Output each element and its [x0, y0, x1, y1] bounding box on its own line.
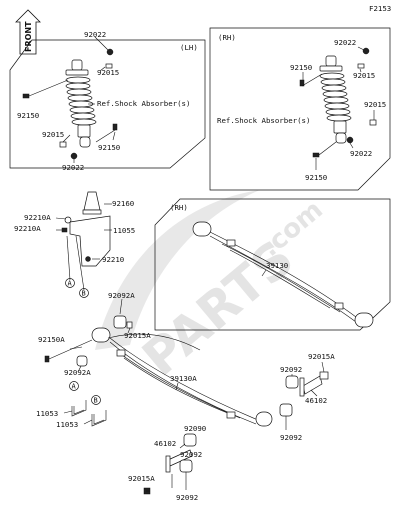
callout-bushing-left: 92092A — [64, 368, 91, 377]
rh-top-nut-icon — [362, 47, 370, 55]
rh-callout-bottom-washer: 92015 — [364, 100, 386, 109]
lower-assembly: A B — [36, 291, 335, 502]
lh-callout-bottom-washer: 92015 — [42, 130, 64, 139]
panel-rh-spring-side-label: (RH) — [170, 203, 188, 212]
figure-code: F2153 — [369, 4, 391, 13]
nut-icon-2 — [61, 227, 68, 233]
front-label: FRONT — [24, 21, 33, 52]
bracket-ref-b: B — [82, 290, 86, 298]
rh-top-washer-icon — [357, 63, 365, 69]
lh-bottom-nut-icon — [70, 152, 78, 160]
callout-nut-92210a: 92210A — [24, 213, 51, 222]
rh-leaf-spring — [192, 221, 374, 328]
shackle-bushing-lower-icon — [279, 403, 293, 417]
callout-ubolt-b: 11053 — [56, 420, 78, 429]
bump-stop-base — [82, 209, 102, 215]
rh-callout-top-bolt: 92150 — [290, 63, 312, 72]
ubolt-b-icon — [91, 410, 107, 427]
bushing-bottom-icon — [179, 459, 193, 473]
lh-leaf-spring — [91, 327, 273, 427]
lh-top-nut-icon — [106, 48, 114, 56]
callout-spring-lh: 39130A — [170, 374, 197, 383]
callout-bolt-92210: 92210 — [102, 255, 124, 264]
nut-icon — [64, 216, 72, 224]
callout-shackle-bushing-upper: 92092 — [280, 365, 302, 374]
panel-rh-spring: (RH) 39130 — [154, 198, 391, 331]
lh-callout-bottom-nut: 92022 — [62, 163, 84, 172]
bracket-ref-a: A — [68, 280, 73, 288]
lh-callout-bottom-bolt: 92150 — [98, 143, 120, 152]
callout-shackle-washer: 92015A — [308, 352, 335, 361]
callout-bushing-bottom: 92092 — [180, 450, 202, 459]
lh-bottom-bolt-icon — [95, 123, 118, 143]
lh-callout-top-bolt: 92150 — [17, 111, 39, 120]
bolt-left-icon — [44, 339, 93, 363]
lh-bottom-washer-icon — [59, 141, 67, 148]
ubolt-ref-b: B — [94, 397, 98, 405]
panel-lh-side-label: (LH) — [180, 43, 198, 52]
callout-bushing-bottom-2: 92092 — [176, 493, 198, 502]
callout-washer-top: 92015A — [124, 331, 151, 340]
bushing-left-icon — [76, 355, 88, 367]
callout-bolt-left: 92150A — [38, 335, 65, 344]
lh-ref-shock: Ref.Shock Absorber(s) — [97, 99, 190, 108]
shackle-bushing-upper-icon — [285, 375, 299, 389]
rh-bottom-nut-icon — [346, 136, 354, 144]
lh-callout-top-washer: 92015 — [97, 68, 119, 77]
callout-washer-bottom: 92015A — [128, 474, 155, 483]
rh-bottom-washer-icon — [369, 119, 377, 126]
callout-shackle-bushing-lower: 92092 — [280, 433, 302, 442]
rh-bottom-bolt-icon — [312, 141, 337, 158]
rh-shock-absorber — [319, 55, 352, 144]
shackle-left-icon — [165, 449, 193, 473]
bushing-top-icon — [113, 315, 127, 329]
callout-shackle-right: 46102 — [305, 396, 327, 405]
lh-shock-absorber — [65, 59, 97, 148]
rh-callout-top-washer: 92015 — [353, 71, 375, 80]
callout-spring-rh: 39130 — [266, 261, 288, 270]
callout-ubolt-a: 11053 — [36, 409, 58, 418]
shackle-bushing-mid-icon — [183, 433, 197, 447]
panel-rh-shock-side-label: (RH) — [218, 33, 236, 42]
shackle-washer-icon — [319, 371, 329, 380]
rh-ref-shock: Ref.Shock Absorber(s) — [217, 116, 310, 125]
front-arrow-icon: FRONT — [15, 9, 41, 55]
ubolt-ref-a: A — [72, 383, 77, 391]
callout-nut-92210a-2: 92210A — [14, 224, 41, 233]
rh-callout-bottom-bolt: 92150 — [305, 173, 327, 182]
washer-top-icon — [126, 321, 133, 329]
callout-bump-stop: 92160 — [112, 199, 134, 208]
callout-bracket: 11055 — [113, 226, 135, 235]
bracket-assembly: A B 92160 92210A 92210A 11055 92210 — [14, 191, 135, 298]
callout-shackle-bushing-mid: 92090 — [184, 424, 206, 433]
callout-bushing-top: 92092A — [108, 291, 135, 300]
panel-rh-shock: (RH) — [209, 27, 391, 191]
ubolt-a-icon — [71, 400, 87, 417]
callout-shackle-left: 46102 — [154, 439, 176, 448]
panel-lh-shock: (LH) — [9, 30, 206, 172]
bump-stop-icon — [83, 191, 101, 211]
bolt-icon — [85, 256, 91, 262]
lh-top-washer-icon — [105, 63, 113, 69]
shackle-right-icon — [299, 375, 323, 397]
rh-callout-top-nut: 92022 — [334, 38, 356, 47]
bracket-icon — [69, 215, 111, 267]
lh-top-bolt-icon — [22, 79, 69, 99]
rh-callout-bottom-nut: 92022 — [350, 149, 372, 158]
rh-top-bolt-icon — [299, 73, 323, 87]
lh-callout-top-nut: 92022 — [84, 30, 106, 39]
